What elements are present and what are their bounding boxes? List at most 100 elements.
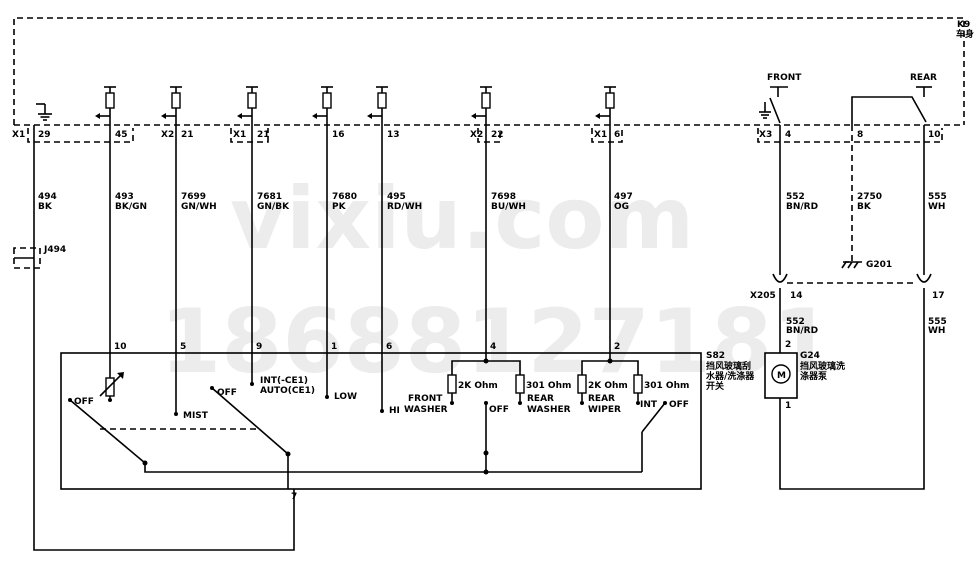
pin-17: 17 <box>932 291 945 301</box>
connector-x205-label: X205 <box>750 291 776 301</box>
connector-x1-left-box <box>27 128 134 143</box>
pullup-resistor-icon <box>367 86 388 119</box>
connector-x1-label: X1 <box>12 130 25 140</box>
front-switch-label: FRONT <box>767 73 802 83</box>
pin-8: 8 <box>857 130 863 140</box>
resistor-icon <box>633 374 643 394</box>
junction-dot <box>483 450 489 456</box>
contact-dot <box>450 401 454 405</box>
watermark-line1: vixiu.com <box>230 169 694 269</box>
connector-x1-label: X1 <box>233 130 246 140</box>
wire-label-circuit: 7681 <box>257 192 282 202</box>
front-switch-icon <box>759 86 788 124</box>
pin-21a: 21 <box>181 130 194 140</box>
pin-45: 45 <box>115 130 128 140</box>
wire-label-color: BK/GN <box>115 202 147 212</box>
resistor-icon <box>515 374 525 394</box>
wire-label-color: WH <box>928 326 945 336</box>
contact-dot <box>380 409 384 413</box>
label-rear: REAR <box>527 394 554 404</box>
wire-494 <box>33 125 295 551</box>
contact-dot <box>325 395 329 399</box>
label-washer: WASHER <box>527 405 571 415</box>
pin-29: 29 <box>38 130 51 140</box>
contact-dot <box>518 401 522 405</box>
wire-label-color: BU/WH <box>491 202 526 212</box>
wire-label-color: BK <box>38 202 53 212</box>
common-bus <box>144 463 642 473</box>
label-hi: HI <box>389 406 400 416</box>
label-off: OFF <box>489 405 509 415</box>
connector-x205-pin-icon <box>772 273 788 283</box>
label-int: INT <box>640 400 658 410</box>
connector-x1-mid-box <box>230 128 269 143</box>
junction-dot <box>483 358 489 364</box>
label-mist: MIST <box>183 411 209 421</box>
wire-555-lower <box>779 288 925 490</box>
junction-dot <box>607 358 613 364</box>
rear-switch-icon <box>851 86 932 125</box>
connector-x2-label: X2 <box>161 130 174 140</box>
motor-icon <box>771 364 791 384</box>
pump-name-line1: 挡风玻璃洗 <box>800 360 845 372</box>
module-ref: K9 <box>957 20 970 30</box>
pin-14: 14 <box>790 291 803 301</box>
wire-label-color: GN/WH <box>181 202 217 212</box>
contact-dot <box>174 412 178 416</box>
wire-label-circuit: 555 <box>928 317 947 327</box>
pump-ref: G24 <box>800 351 820 361</box>
s82-pin-5: 5 <box>180 342 186 352</box>
switch-name-line1: 挡风玻璃刮 <box>706 360 751 372</box>
s82-pin-10: 10 <box>114 342 127 352</box>
label-washer: WASHER <box>404 405 448 415</box>
label-off: OFF <box>217 388 237 398</box>
label-front: FRONT <box>408 394 443 404</box>
wiper-switch-blade <box>641 402 666 433</box>
ground-ref: G201 <box>866 260 892 270</box>
wire-label-color: BN/RD <box>786 202 818 212</box>
contact-dot <box>580 401 584 405</box>
wire-label-circuit: 7699 <box>181 192 206 202</box>
pin-4: 4 <box>785 130 791 140</box>
wire-label-color: GN/BK <box>257 202 290 212</box>
resistor-icon <box>577 374 587 394</box>
wire-label-circuit: 552 <box>786 192 805 202</box>
ground-icon <box>36 103 52 121</box>
pullup-resistor-icon <box>312 86 333 119</box>
wire-label-color: OG <box>614 202 629 212</box>
motor-label: M <box>777 371 786 381</box>
watermark-line2: 18688127181 <box>160 290 834 393</box>
wire-label-color: WH <box>928 202 945 212</box>
s82-pin-4: 4 <box>490 342 496 352</box>
pin-10: 10 <box>928 130 941 140</box>
resistor-icon <box>447 374 457 394</box>
contact-dot <box>250 382 254 386</box>
module-name: 车身 <box>956 28 974 40</box>
wire-label-circuit: 7680 <box>332 192 357 202</box>
pin-6: 6 <box>614 130 620 140</box>
pump-pin-bottom: 1 <box>785 401 791 411</box>
connector-x205-pin-icon <box>916 273 932 283</box>
contact-dot <box>636 401 640 405</box>
wire-label-color: PK <box>332 202 347 212</box>
pullup-resistor-icon <box>595 86 616 119</box>
connector-x3-label: X3 <box>759 130 772 140</box>
switch-blade-mode <box>211 387 289 455</box>
contact-dot <box>108 398 112 402</box>
pin-21b: 21 <box>257 130 270 140</box>
connector-x2-right-box <box>477 128 501 143</box>
resistor-value: 301 Ohm <box>526 381 571 391</box>
wire-label-color: BN/RD <box>786 326 818 336</box>
pin-22: 22 <box>491 130 504 140</box>
rear-switch-label: REAR <box>910 73 937 83</box>
wire-label-circuit: 497 <box>614 192 633 202</box>
pump-name-line2: 涤器泵 <box>800 370 828 382</box>
label-rear: REAR <box>588 394 615 404</box>
connector-x1-label: X1 <box>594 130 607 140</box>
s82-pin-6: 6 <box>386 342 392 352</box>
chassis-ground-icon <box>841 261 862 269</box>
wire-label-circuit: 7698 <box>491 192 516 202</box>
wire-label-circuit: 493 <box>115 192 134 202</box>
wire-label-circuit: 494 <box>38 192 57 202</box>
